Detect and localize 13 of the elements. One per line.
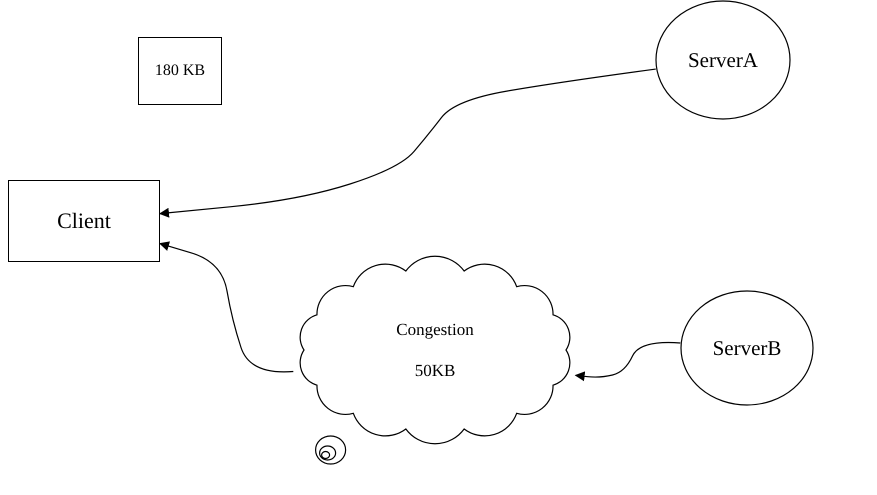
- connector-arrow: [159, 68, 656, 218]
- node-label: ServerA: [688, 46, 758, 74]
- server-ellipse: [680, 290, 814, 406]
- node-label: Congestion: [396, 318, 474, 340]
- process-box: [138, 37, 222, 105]
- connector-arrow: [159, 241, 294, 372]
- process-box: [8, 180, 160, 262]
- node-label: 50KB: [414, 360, 456, 382]
- node-label: Client: [57, 207, 111, 235]
- node-label: ServerB: [712, 334, 782, 362]
- connector-arrow: [574, 342, 680, 382]
- server-ellipse: [655, 0, 791, 120]
- node-label: 180 KB: [154, 61, 206, 81]
